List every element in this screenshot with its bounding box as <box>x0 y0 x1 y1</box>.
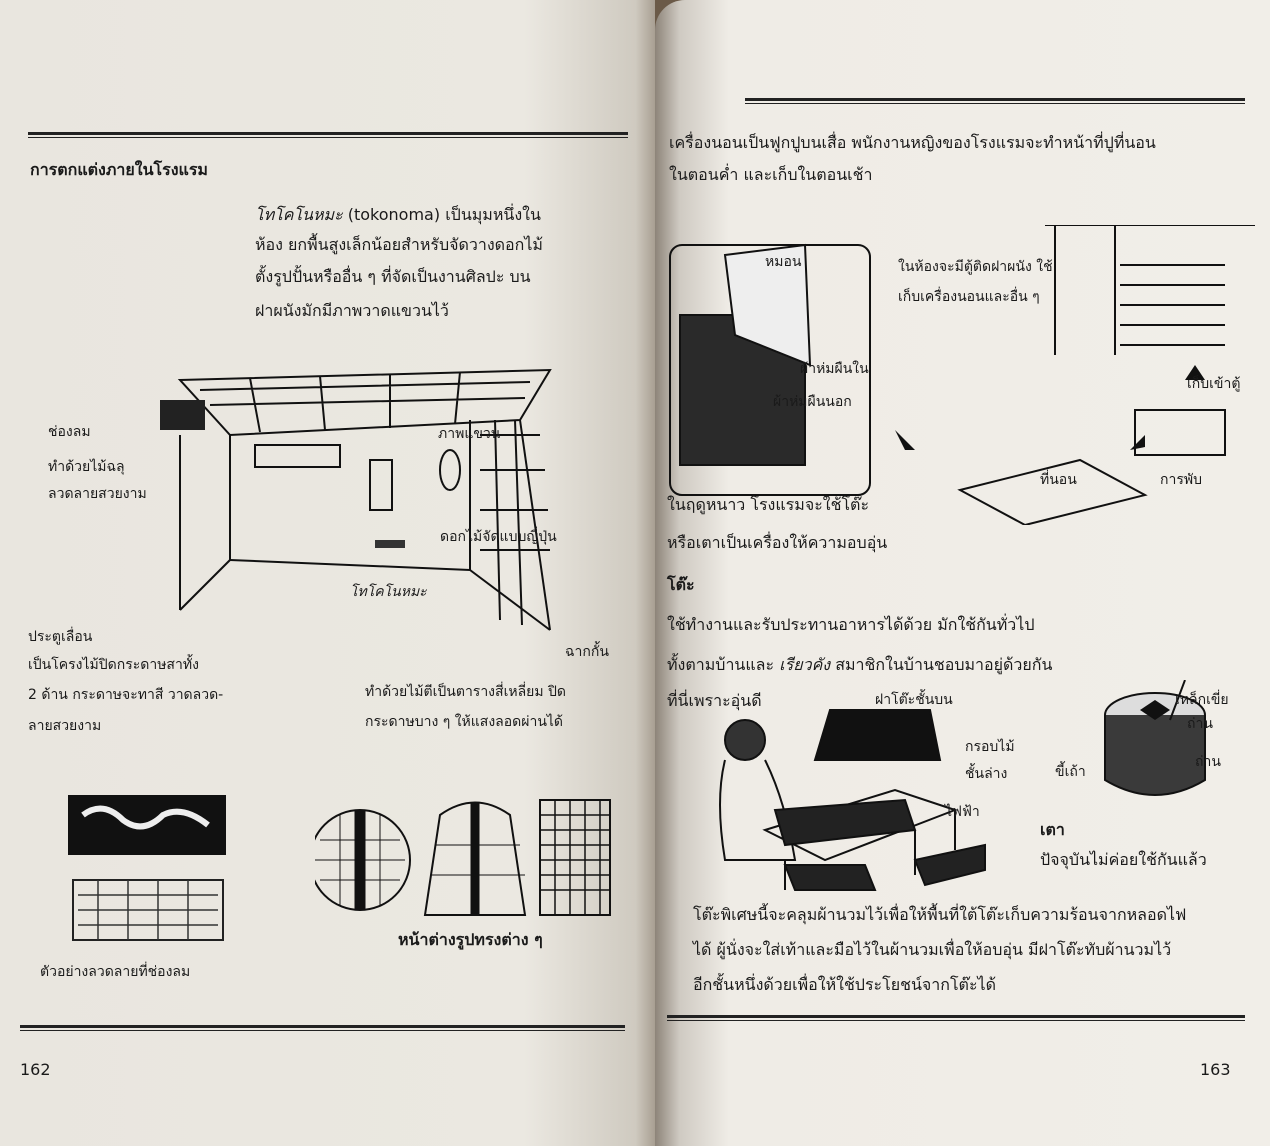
page-number: 163 <box>1200 1060 1231 1079</box>
label-closet-2: เก็บเครื่องนอนและอื่น ๆ <box>898 289 1040 305</box>
label-vent-2: ทำด้วยไม้ฉลุ <box>48 459 125 475</box>
label-flower: ดอกไม้จัดแบบญี่ปุ่น <box>440 529 557 545</box>
term-tokonoma: โทโคโนหมะ <box>255 205 343 224</box>
caption-windows: หน้าต่างรูปทรงต่าง ๆ <box>398 930 543 949</box>
intro-line-4: ฝาผนังมักมีภาพวาดแขวนไว้ <box>255 301 449 320</box>
label-sliding-door-2: เป็นโครงไม้ปิดกระดาษสาทั้ง <box>28 657 199 673</box>
label-frame-1: กรอบไม้ <box>965 739 1015 755</box>
table-text-3: ที่นี่เพราะอุ่นดี <box>667 691 762 710</box>
label-poker: เหล็กเขี่ย <box>1175 692 1229 708</box>
closing-line-3: อีกชั้นหนึ่งด้วยเพื่อให้ใช้ประโยชน์จากโต… <box>693 975 996 994</box>
vent-patterns-illustration <box>68 795 226 941</box>
closing-line-2: ได้ ผู้นั่งจะใส่เท้าและมือไว้ในผ้านวมเพื… <box>693 940 1172 959</box>
top-rule <box>745 98 1245 104</box>
top-rule <box>28 132 628 138</box>
label-lattice-1: ทำด้วยไม้ตีเป็นตารางสี่เหลี่ยม ปิด <box>365 684 567 700</box>
caption-vent-examples: ตัวอย่างลวดลายที่ช่องลม <box>40 964 191 980</box>
intro-rest: (tokonoma) เป็นมุมหนึ่งใน <box>347 205 541 224</box>
label-table-top: ฝาโต๊ะชั้นบน <box>875 692 953 708</box>
right-page-163: เครื่องนอนเป็นฟูกปูบนเสื่อ พนักงานหญิงขอ… <box>655 0 1270 1146</box>
label-inner-blanket: ผ้าห่มผืนใน <box>800 361 869 377</box>
label-hanging-picture: ภาพแขวน <box>438 426 501 442</box>
label-closet-1: ในห้องจะมีตู้ติดฝาผนัง ใช้ <box>898 259 1053 275</box>
winter-line-2: หรือเตาเป็นเครื่องให้ความอบอุ่น <box>667 533 888 552</box>
table-text-2: ทั้งตามบ้านและ เรียวคัง สมาชิกในบ้านชอบม… <box>667 650 1052 680</box>
tokonoma-room-illustration <box>160 368 552 631</box>
left-page-162: การตกแต่งภายในโรงแรม โทโคโนหมะ (tokonoma… <box>0 0 655 1146</box>
table-text-2b: สมาชิกในบ้านชอบมาอยู่ด้วยกัน <box>835 655 1053 674</box>
intro-line-1: เครื่องนอนเป็นฟูกปูบนเสื่อ พนักงานหญิงขอ… <box>669 133 1156 152</box>
label-folding: การพับ <box>1160 472 1202 488</box>
intro-line-2: ในตอนค่ำ และเก็บในตอนเช้า <box>669 165 873 184</box>
table-text-1: ใช้ทำงานและรับประทานอาหารได้ด้วย มักใช้ก… <box>667 615 1035 634</box>
table-text-2a: ทั้งตามบ้านและ <box>667 655 775 674</box>
intro-line-3: ตั้งรูปปั้นหรืออื่น ๆ ที่จัดเป็นงานศิลปะ… <box>255 267 531 286</box>
label-pillow: หมอน <box>765 254 802 270</box>
label-charcoal-1: ถ่าน <box>1187 716 1213 732</box>
label-sliding-door-3: 2 ด้าน กระดาษจะทาสี วาดลวด- <box>28 687 224 703</box>
label-electric: ไฟฟ้า <box>945 804 980 820</box>
label-screen: ฉากกั้น <box>565 644 609 660</box>
label-sliding-door-4: ลายสวยงาม <box>28 718 102 734</box>
label-charcoal-2: ถ่าน <box>1195 754 1221 770</box>
section-heading: การตกแต่งภายในโรงแรม <box>30 160 208 179</box>
table-heading: โต๊ะ <box>667 575 695 594</box>
bottom-rule <box>20 1025 625 1031</box>
label-sliding-door-1: ประตูเลื่อน <box>28 629 93 645</box>
bedding-illustration <box>669 225 1255 525</box>
label-lattice-2: กระดาษบาง ๆ ให้แสงลอดผ่านได้ <box>365 714 564 730</box>
label-ash: ขี้เถ้า <box>1055 764 1086 780</box>
label-outer-blanket: ผ้าห่มผืนนอก <box>773 394 852 410</box>
label-frame-2: ชั้นล่าง <box>965 766 1008 782</box>
stove-heading: เตา <box>1040 820 1065 839</box>
intro-line-2: ห้อง ยกพื้นสูงเล็กน้อยสำหรับจัดวางดอกไม้ <box>255 235 543 254</box>
label-tokonoma: โทโคโนหมะ <box>350 584 427 600</box>
intro-line-1: โทโคโนหมะ (tokonoma) เป็นมุมหนึ่งใน <box>255 200 541 230</box>
label-store: เก็บเข้าตู้ <box>1187 376 1241 392</box>
kotatsu-illustration <box>719 709 986 891</box>
page-number: 162 <box>20 1060 51 1079</box>
bottom-rule <box>667 1015 1245 1021</box>
stove-text: ปัจจุบันไม่ค่อยใช้กันแล้ว <box>1040 850 1207 869</box>
label-vent-1: ช่องลม <box>48 424 91 440</box>
closing-line-1: โต๊ะพิเศษนี้จะคลุมผ้านวมไว้เพื่อให้พื้นท… <box>693 905 1187 924</box>
label-mattress: ที่นอน <box>1040 472 1077 488</box>
window-shapes-illustration <box>315 799 611 916</box>
term-ryokan: เรียวคัง <box>779 655 831 674</box>
winter-line-1: ในฤดูหนาว โรงแรมจะใช้โต๊ะ <box>667 495 870 514</box>
label-vent-3: ลวดลายสวยงาม <box>48 486 147 502</box>
hibachi-stove-illustration <box>1104 680 1206 796</box>
